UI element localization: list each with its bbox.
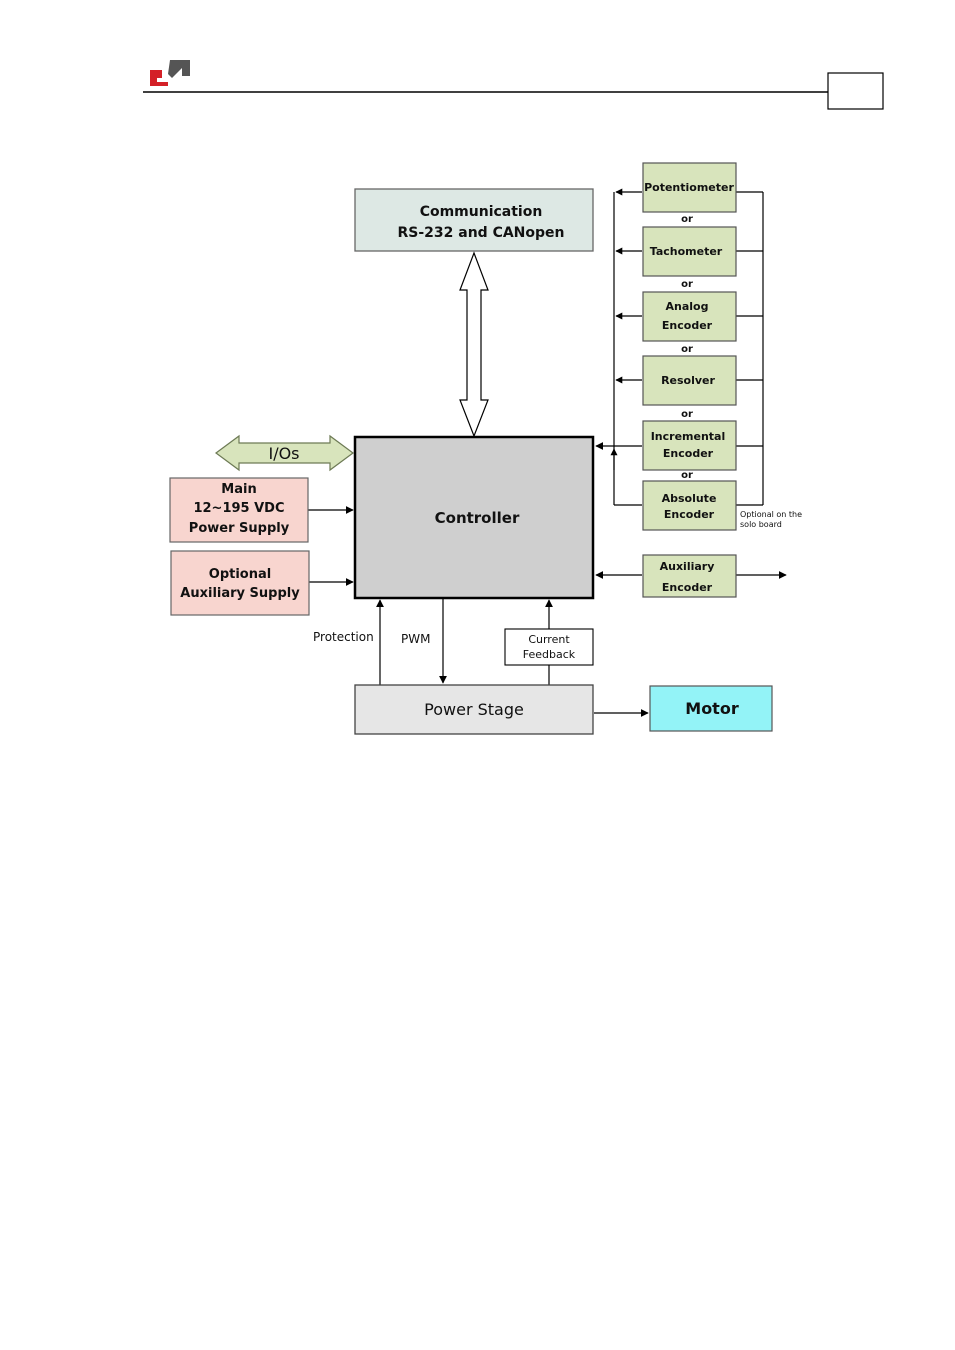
- page-number-box: [828, 73, 883, 109]
- or-label-3: or: [681, 344, 693, 355]
- current-feedback-line2: Feedback: [523, 648, 576, 661]
- company-logo: [150, 60, 190, 86]
- main-supply-line1: Main: [221, 482, 256, 497]
- controller-label: Controller: [435, 509, 520, 527]
- main-supply-line2: 12~195 VDC: [193, 501, 284, 516]
- aux-encoder-line2: Encoder: [662, 581, 713, 594]
- aux-supply-line2: Auxiliary Supply: [180, 586, 300, 601]
- absolute-encoder-box: [643, 481, 736, 530]
- communication-label-line2: RS-232 and CANopen: [397, 225, 564, 241]
- resolver-label: Resolver: [661, 374, 715, 387]
- analog-encoder-line2: Encoder: [662, 319, 713, 332]
- absolute-encoder-line1: Absolute: [662, 492, 717, 505]
- ios-label: I/Os: [268, 444, 299, 463]
- communication-box: [355, 189, 593, 251]
- aux-supply-box: [171, 551, 309, 615]
- communication-label-line1: Communication: [420, 204, 543, 220]
- absolute-encoder-line2: Encoder: [664, 508, 715, 521]
- optional-note-line2: solo board: [740, 520, 782, 529]
- or-label-1: or: [681, 214, 693, 225]
- potentiometer-label: Potentiometer: [644, 181, 734, 194]
- incremental-encoder-line1: Incremental: [651, 430, 726, 443]
- optional-note-line1: Optional on the: [740, 510, 802, 519]
- or-label-5: or: [681, 470, 693, 481]
- communication-link-arrow: [460, 253, 488, 436]
- incremental-encoder-box: [643, 421, 736, 470]
- logo-dark-mark: [168, 60, 190, 78]
- incremental-encoder-line2: Encoder: [663, 447, 714, 460]
- or-label-2: or: [681, 279, 693, 290]
- or-label-4: or: [681, 409, 693, 420]
- aux-supply-line1: Optional: [209, 567, 271, 582]
- analog-encoder-line1: Analog: [666, 300, 709, 313]
- logo-red-mark: [150, 70, 168, 86]
- feedback-devices: Potentiometer or Tachometer or Analog En…: [643, 163, 802, 530]
- pwm-label: PWM: [401, 632, 430, 646]
- main-supply-line3: Power Supply: [189, 521, 290, 536]
- power-stage-label: Power Stage: [424, 700, 524, 719]
- protection-label: Protection: [313, 630, 374, 644]
- aux-encoder-line1: Auxiliary: [660, 560, 715, 573]
- tachometer-label: Tachometer: [650, 245, 723, 258]
- motor-label: Motor: [685, 699, 739, 718]
- current-feedback-line1: Current: [528, 633, 570, 646]
